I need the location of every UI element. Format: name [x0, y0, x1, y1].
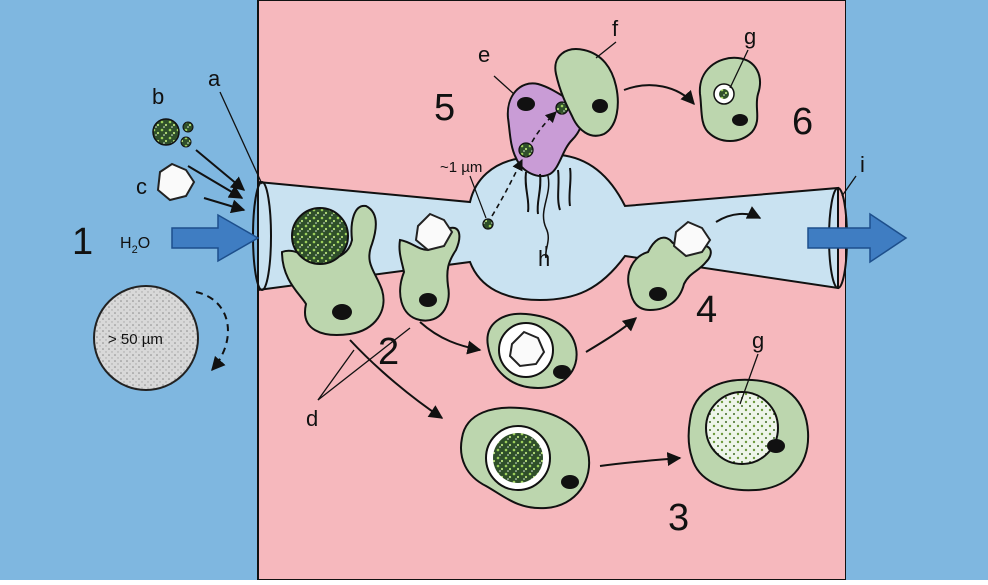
stored-bacterium [719, 89, 729, 99]
step-5-label: 5 [434, 87, 455, 129]
bacterium-captured-1 [519, 143, 533, 157]
label-h: h [538, 246, 550, 271]
collar-4 [569, 168, 570, 206]
bacterium-small [483, 219, 493, 229]
step-6-label: 6 [792, 101, 813, 143]
water-right [846, 0, 988, 580]
nucleus [553, 365, 571, 379]
large-particle-label: > 50 µm [108, 331, 163, 348]
label-a: a [208, 66, 221, 91]
label-d: d [306, 406, 318, 431]
nucleus [561, 475, 579, 489]
nucleus [732, 114, 748, 126]
small-particle-label: ~1 µm [440, 159, 482, 176]
bacteria-particle-tiny [181, 137, 191, 147]
nucleus [649, 287, 667, 301]
nucleus [332, 304, 352, 320]
label-g-upper: g [744, 24, 756, 49]
label-b: b [152, 84, 164, 109]
digestive-vacuole [706, 392, 778, 464]
bacteria-particle-large [153, 119, 179, 145]
label-c: c [136, 174, 147, 199]
step-1-label: 1 [72, 221, 93, 263]
label-e: e [478, 42, 490, 67]
step-3-label: 3 [668, 497, 689, 539]
engulfed-bacterium [292, 208, 348, 264]
bacteria-particle-small [183, 122, 193, 132]
nucleus [517, 97, 535, 111]
nucleus [767, 439, 785, 453]
label-g-lower: g [752, 328, 764, 353]
bacterium-in-vacuole [493, 433, 543, 483]
label-i: i [860, 152, 865, 177]
label-f: f [612, 16, 619, 41]
nucleus [592, 99, 608, 113]
nucleus [419, 293, 437, 307]
step-4-label: 4 [696, 289, 717, 331]
step-2-label: 2 [378, 331, 399, 373]
